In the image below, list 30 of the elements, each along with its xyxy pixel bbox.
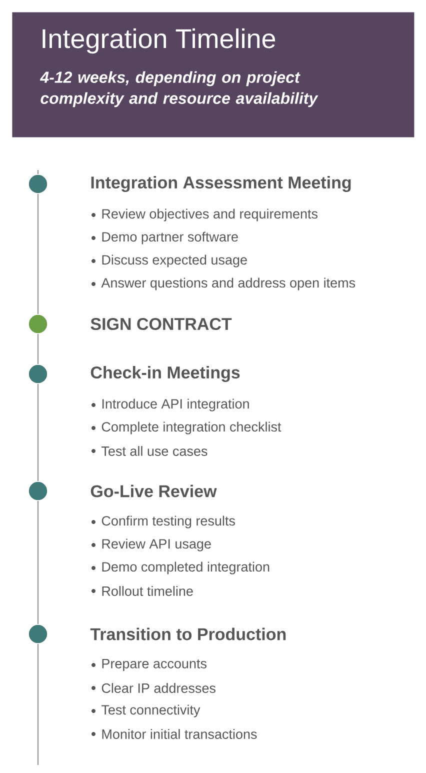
timeline-dot xyxy=(28,314,48,334)
bullet-item: Review objectives and requirements xyxy=(102,208,318,222)
bullet-item: Complete integration checklist xyxy=(102,422,282,434)
bullet-item: Demo completed integration xyxy=(102,562,270,574)
timeline-line xyxy=(37,384,39,482)
bullet-item: Demo partner software xyxy=(102,232,238,244)
bullet-item: Test connectivity xyxy=(102,704,200,718)
step-heading: Transition to Production xyxy=(90,628,286,640)
title-banner: Integration Timeline 4-12 weeks, depending on project complexity and resource availability xyxy=(12,12,414,138)
timeline-dot xyxy=(28,364,48,384)
timeline-line xyxy=(37,334,39,364)
bullet-item: Monitor initial transactions xyxy=(102,729,257,739)
bullet-item: Confirm testing results xyxy=(102,516,235,528)
step-heading: Go-Live Review xyxy=(90,484,217,498)
bullet-item: Introduce API integration xyxy=(102,398,249,412)
bullet-item: Clear IP addresses xyxy=(102,683,216,693)
bullet-item: Review API usage xyxy=(102,538,211,552)
timeline-dot xyxy=(28,174,48,194)
bullet-item: Rollout timeline xyxy=(102,586,193,596)
timeline-line xyxy=(37,194,39,314)
bullet-item: Discuss expected usage xyxy=(102,254,247,268)
timeline-dot xyxy=(28,624,48,644)
timeline-line xyxy=(37,500,39,624)
step-heading: Integration Assessment Meeting xyxy=(91,176,351,192)
bullet-item: Answer questions and address open items xyxy=(101,278,356,290)
step-heading: SIGN CONTRACT xyxy=(90,318,232,330)
step-heading: Check-in Meetings xyxy=(90,366,240,382)
bullet-item: Test all use cases xyxy=(102,446,208,456)
bullet-item: Prepare accounts xyxy=(102,658,206,672)
timeline-dot xyxy=(28,481,48,501)
